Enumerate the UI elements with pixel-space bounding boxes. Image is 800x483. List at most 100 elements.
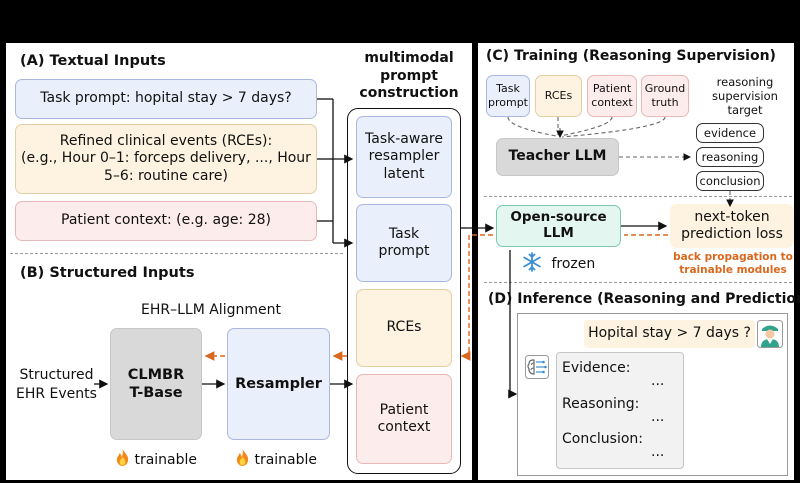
- clmbr-box: CLMBR T-Base: [110, 328, 202, 440]
- target-line-1: reasoning: [716, 75, 774, 89]
- clmbr-trainable-text: trainable: [134, 452, 198, 468]
- train-rces-label: RCEs: [544, 89, 573, 103]
- clmbr-trainable: trainable: [115, 448, 197, 468]
- evidence-target-label: evidence: [703, 125, 757, 140]
- train-task-line-2: prompt: [487, 96, 528, 109]
- training-title: (C) Training (Reasoning Supervision): [486, 48, 776, 64]
- resampler-label: Resampler: [235, 375, 322, 392]
- section-divider-cd: [484, 282, 792, 283]
- open-source-llm-box: Open-source LLM: [496, 205, 621, 247]
- reasoning-answer-label: Reasoning:: [562, 396, 640, 412]
- teacher-llm-box: Teacher LLM: [496, 138, 619, 176]
- patient-context-box: Patient context: (e.g. age: 28): [15, 201, 317, 241]
- latent-line-2: resampler: [368, 148, 440, 165]
- train-ground-line-1: Ground: [644, 82, 686, 96]
- target-line-2: supervision: [712, 88, 778, 103]
- inference-arrow: [508, 250, 518, 399]
- frozen-label: frozen: [522, 252, 595, 272]
- fire-icon: [116, 449, 129, 466]
- train-task-line-1: Task: [496, 82, 520, 96]
- rces-slot: RCEs: [356, 289, 452, 367]
- open-source-line-2: LLM: [543, 225, 574, 241]
- open-source-line-1: Open-source: [510, 209, 607, 226]
- backprop-line-1: back propagation to: [673, 251, 793, 263]
- inference-chat-area: [517, 313, 788, 476]
- task-slot-line-2: prompt: [378, 243, 430, 259]
- reasoning-target-label: reasoning: [701, 149, 759, 164]
- ehr-events-line-1: Structured: [19, 367, 94, 383]
- ehr-events-label: Structured EHR Events: [16, 366, 97, 404]
- query-bubble: Hopital stay > 7 days ?: [584, 320, 755, 348]
- inference-title: (D) Inference (Reasoning and Prediction): [488, 291, 800, 307]
- latent-box: Task-aware resampler latent: [356, 116, 452, 198]
- train-patient-line-2: context: [591, 96, 633, 109]
- section-divider-training: [484, 196, 792, 197]
- clmbr-line-2: T-Base: [129, 385, 183, 401]
- reasoning-target-box: reasoning: [696, 147, 764, 167]
- evidence-answer-label: Evidence:: [562, 360, 631, 376]
- answer-box: [556, 352, 684, 469]
- loss-box: next-token prediction loss: [670, 204, 794, 248]
- frozen-text: frozen: [551, 256, 596, 272]
- conclusion-answer-value: ...: [651, 444, 665, 460]
- teacher-input-dashes: [507, 116, 666, 139]
- fire-icon: [236, 449, 249, 466]
- query-text: Hopital stay > 7 days ?: [588, 325, 751, 342]
- task-prompt-box: Task prompt: hopital stay > 7 days?: [15, 79, 317, 119]
- clmbr-line-1: CLMBR: [127, 366, 185, 383]
- evidence-target-box: evidence: [696, 123, 764, 143]
- conclusion-answer-label: Conclusion:: [562, 431, 644, 447]
- task-slot-line-1: Task: [388, 225, 420, 242]
- train-ground-line-2: truth: [651, 96, 679, 109]
- backprop-line-2: trainable modules: [679, 263, 787, 276]
- conclusion-target-label: conclusion: [699, 173, 761, 188]
- section-divider-ab: [10, 253, 343, 254]
- target-line-3: target: [727, 102, 763, 117]
- reasoning-answer-value: ...: [651, 409, 665, 425]
- task-prompt-text: Task prompt: hopital stay > 7 days?: [40, 90, 292, 107]
- backprop-label: back propagation to trainable modules: [672, 251, 794, 276]
- loss-line-2: prediction loss: [681, 226, 783, 242]
- loss-line-1: next-token: [694, 208, 770, 225]
- teacher-llm-label: Teacher LLM: [508, 148, 607, 165]
- conclusion-target-box: conclusion: [696, 171, 764, 191]
- rces-slot-label: RCEs: [386, 319, 422, 336]
- snowflake-icon: [523, 252, 541, 272]
- textual-merge-arrows: [317, 98, 354, 248]
- resampler-trainable-text: trainable: [254, 452, 318, 468]
- rces-line-2: (e.g., Hour 0–1: forceps delivery, ..., …: [21, 150, 311, 167]
- rces-line-1: Refined clinical events (RCEs):: [59, 132, 273, 149]
- doctor-icon: [757, 320, 783, 348]
- task-prompt-slot: Task prompt: [356, 204, 452, 282]
- resampler-box: Resampler: [227, 328, 330, 440]
- evidence-answer-value: ...: [651, 373, 665, 389]
- ehr-events-line-2: EHR Events: [16, 385, 97, 402]
- prompt-construction-line-3: construction: [359, 85, 459, 101]
- ai-brain-icon: [525, 355, 549, 379]
- latent-line-3: latent: [383, 165, 425, 182]
- train-task-prompt-box: Task prompt: [486, 75, 530, 117]
- rces-line-3: 5–6: routine care): [104, 167, 228, 184]
- prompt-construction-line-2: prompt: [380, 67, 438, 84]
- alignment-label: EHR–LLM Alignment: [141, 302, 281, 318]
- prompt-construction-container: [347, 108, 461, 474]
- patient-context-slot: Patient context: [356, 374, 452, 464]
- train-ground-truth-box: Ground truth: [641, 75, 689, 117]
- prompt-construction-title: multimodal prompt construction: [353, 50, 465, 103]
- textual-inputs-title: (A) Textual Inputs: [20, 53, 166, 69]
- latent-line-1: Task-aware: [365, 130, 443, 147]
- patient-context-text: Patient context: (e.g. age: 28): [61, 212, 271, 229]
- train-patient-context-box: Patient context: [587, 75, 637, 117]
- train-rces-box: RCEs: [535, 75, 582, 117]
- resampler-trainable: trainable: [235, 448, 317, 468]
- prompt-construction-line-1: multimodal: [364, 50, 454, 66]
- teacher-to-targets: [619, 153, 734, 208]
- rces-text-box: Refined clinical events (RCEs): (e.g., H…: [15, 124, 317, 194]
- train-patient-line-1: Patient: [592, 82, 632, 96]
- patient-slot-line-2: context: [377, 419, 431, 435]
- structured-inputs-title: (B) Structured Inputs: [20, 265, 195, 281]
- patient-slot-line-1: Patient: [379, 401, 429, 418]
- backprop-main: [460, 234, 668, 361]
